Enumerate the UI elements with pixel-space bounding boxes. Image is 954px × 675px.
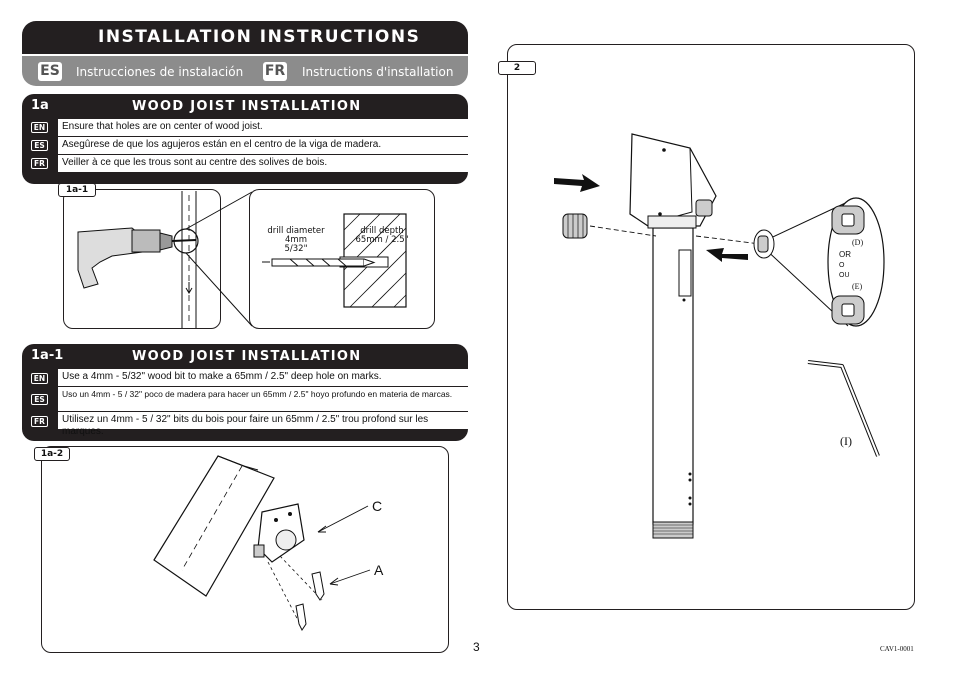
- section-1a-number: 1a: [31, 98, 49, 113]
- figure-2-panel: [507, 44, 915, 610]
- instruction-row-en: Use a 4mm - 5/32" wood bit to make a 65m…: [58, 369, 468, 386]
- instruction-row-es: Asegûrese de que los agujeros están en e…: [58, 137, 468, 154]
- part-label-e: (E): [852, 282, 863, 291]
- lang-code-es: ES: [31, 140, 48, 151]
- part-label-c: C: [372, 498, 383, 514]
- lang-badge-es: ES: [38, 62, 62, 81]
- drill-depth-label: drill depth 65mm / 2.5": [355, 226, 409, 245]
- lang-code-en: EN: [31, 373, 48, 384]
- section-1a-1-title: WOOD JOIST INSTALLATION: [132, 349, 362, 364]
- part-label-i: (I): [840, 434, 852, 448]
- section-1a-title: WOOD JOIST INSTALLATION: [132, 99, 362, 114]
- page-number: 3: [473, 640, 480, 654]
- figure-tab-2: 2: [498, 61, 536, 75]
- part-label-d: (D): [852, 238, 864, 247]
- lang-badge-fr: FR: [263, 62, 287, 81]
- language-bar: [22, 56, 468, 86]
- lang-code-es: ES: [31, 394, 48, 405]
- figure-tab-1a-1: 1a-1: [58, 183, 96, 197]
- instruction-row-en: Ensure that holes are on center of wood …: [58, 119, 468, 136]
- lang-label-fr: Instructions d'installation: [302, 65, 454, 79]
- section-1a-1-number: 1a-1: [31, 348, 64, 363]
- label-ou: OU: [839, 272, 850, 279]
- section-1a-1-header: [22, 344, 468, 367]
- title-bar: [22, 21, 468, 54]
- instruction-row-es: Uso un 4mm - 5 / 32" poco de madera para…: [58, 387, 468, 411]
- instruction-row-fr: Veiller à ce que les trous sont au centr…: [58, 155, 468, 172]
- page-title: INSTALLATION INSTRUCTIONS: [98, 27, 421, 47]
- document-code: CAV1-0001: [880, 645, 914, 653]
- lang-label-es: Instrucciones de instalación: [76, 65, 244, 79]
- figure-tab-1a-2: 1a-2: [34, 447, 70, 461]
- label-or: OR: [839, 250, 851, 259]
- part-label-a: A: [374, 562, 384, 578]
- drill-diameter-label: drill diameter 4mm 5/32": [267, 226, 325, 254]
- lang-code-fr: FR: [31, 416, 48, 427]
- lang-code-fr: FR: [31, 158, 48, 169]
- label-o: O: [839, 262, 845, 269]
- section-1a-header: [22, 94, 468, 117]
- lang-code-en: EN: [31, 122, 48, 133]
- instruction-row-fr: Utilisez un 4mm - 5 / 32" bits du bois p…: [58, 412, 468, 437]
